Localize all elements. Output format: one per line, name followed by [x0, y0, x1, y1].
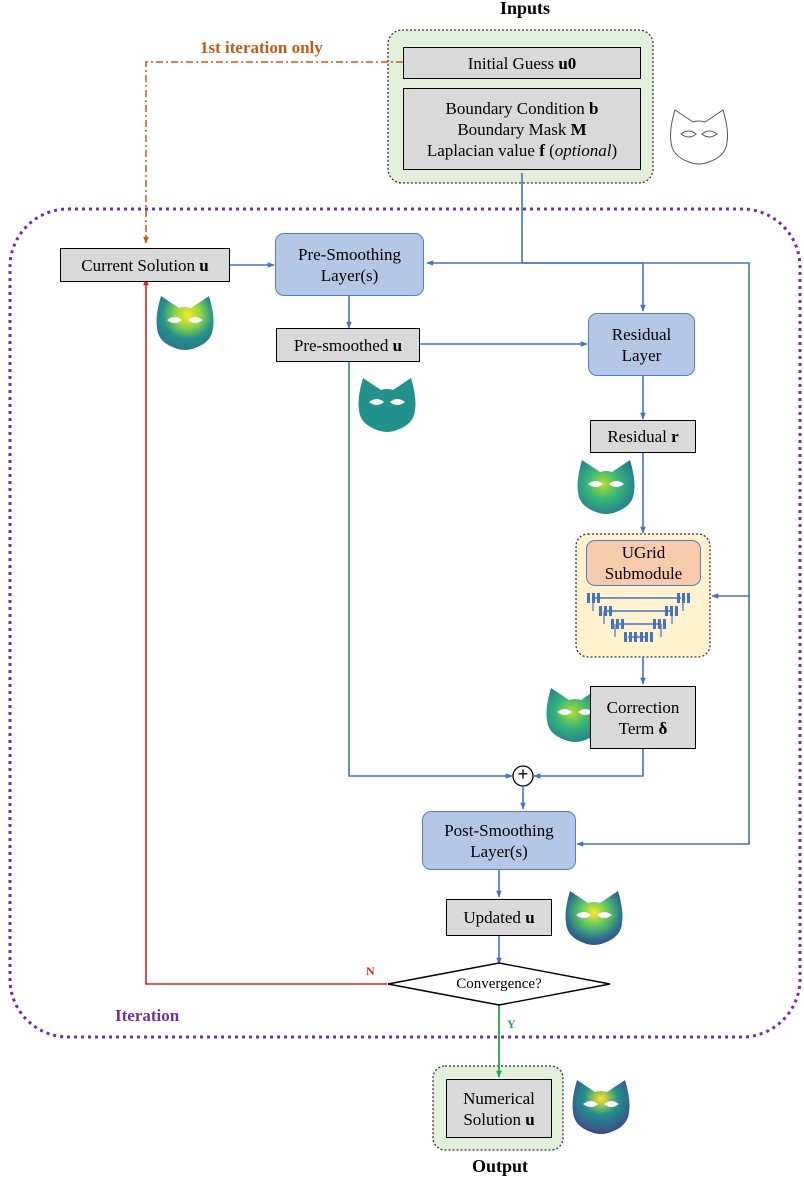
- arrow-presmoothed-to-sum: [348, 362, 513, 779]
- correction-line2: Term: [618, 718, 659, 738]
- cat-mask-icon: [358, 378, 416, 432]
- correction-term-box: Correction Term δ: [590, 686, 696, 749]
- ugrid-submodule: UGrid Submodule: [586, 540, 701, 586]
- residual-label: Residual: [607, 427, 672, 446]
- pre-smoothed-label: Pre-smoothed: [293, 335, 393, 355]
- pre-smoothing-layer: Pre-Smoothing Layer(s): [275, 233, 424, 296]
- output-title: Output: [471, 1156, 529, 1176]
- post-smoothing-layer: Post-Smoothing Layer(s): [422, 811, 576, 870]
- cat-mask-icon: [577, 460, 635, 514]
- updated-label: Updated: [463, 908, 526, 927]
- correction-symbol: δ: [658, 718, 668, 738]
- ugrid-line2: Submodule: [604, 564, 683, 583]
- arrow-correction-to-sum: [533, 749, 644, 779]
- laplacian-open-paren: (: [544, 140, 555, 160]
- iteration-loop-border: [8, 207, 802, 1039]
- convergence-label: Convergence?: [456, 975, 542, 992]
- laplacian-close-paren: ): [611, 140, 618, 160]
- numerical-line1: Numerical: [463, 1088, 535, 1108]
- laplacian-symbol: f: [539, 140, 545, 160]
- cat-mask-icon: [572, 1080, 630, 1134]
- pre-smoothing-line1: Pre-Smoothing: [298, 244, 401, 264]
- sum-symbol: +: [517, 764, 529, 784]
- residual-layer: Residual Layer: [588, 313, 695, 376]
- pre-smoothed-symbol: u: [392, 335, 403, 355]
- post-smoothing-line2: Layer(s): [470, 841, 528, 861]
- updated-symbol: u: [525, 908, 535, 927]
- cat-mask-icon: [546, 688, 604, 742]
- residual-layer-line1: Residual: [611, 324, 672, 344]
- current-solution-symbol: u: [199, 255, 209, 275]
- numerical-symbol: u: [525, 1109, 535, 1129]
- arrow-inputs-to-residual: [522, 262, 646, 312]
- laplacian-label: Laplacian value: [426, 140, 540, 160]
- post-smoothing-line1: Post-Smoothing: [444, 820, 554, 840]
- inputs-title: Inputs: [499, 0, 551, 18]
- branch-label-no: N: [366, 964, 375, 978]
- initial-guess-label: Initial Guess: [467, 53, 559, 73]
- pre-smoothed-box: Pre-smoothed u: [276, 328, 420, 362]
- boundary-mask-label: Boundary Mask: [457, 119, 571, 139]
- arrow-first-iteration: [143, 61, 403, 244]
- cat-mask-icon: [156, 296, 214, 350]
- cat-mask-icon: [565, 891, 623, 945]
- boundary-inputs-box: Boundary Condition b Boundary Mask M Lap…: [403, 88, 641, 170]
- initial-guess-symbol: u0: [558, 53, 577, 73]
- arrow-inputs-to-postsmoothing: [576, 596, 750, 847]
- boundary-condition-label: Boundary Condition: [445, 98, 590, 118]
- pre-smoothing-line2: Layer(s): [320, 265, 379, 285]
- laplacian-optional: optional: [554, 140, 612, 160]
- arrow-not-converged-loop: [143, 278, 387, 985]
- sum-node: [512, 765, 534, 787]
- arrow-inputs-to-ugrid: [522, 262, 750, 599]
- convergence-diamond: [387, 962, 611, 1006]
- residual-layer-line2: Layer: [621, 345, 662, 365]
- cat-mask-icon: [670, 109, 728, 165]
- updated-box: Updated u: [446, 899, 552, 936]
- boundary-mask-symbol: M: [570, 119, 587, 139]
- branch-label-yes: Y: [507, 1017, 516, 1031]
- ugrid-line1: UGrid: [621, 543, 666, 562]
- first-iteration-label: 1st iteration only: [200, 38, 323, 57]
- initial-guess-box: Initial Guess u0: [403, 47, 641, 79]
- arrow-inputs-to-presmoothing: [426, 173, 523, 266]
- correction-line1: Correction: [606, 697, 680, 717]
- iteration-label: Iteration: [115, 1006, 180, 1025]
- current-solution-box: Current Solution u: [60, 248, 230, 282]
- unet-architecture-icon: [587, 593, 690, 642]
- numerical-line2: Solution: [463, 1109, 526, 1129]
- residual-box: Residual r: [590, 420, 696, 453]
- numerical-solution-box: Numerical Solution u: [446, 1079, 552, 1138]
- boundary-condition-symbol: b: [589, 98, 599, 118]
- current-solution-label: Current Solution: [81, 255, 200, 275]
- residual-symbol: r: [671, 427, 679, 446]
